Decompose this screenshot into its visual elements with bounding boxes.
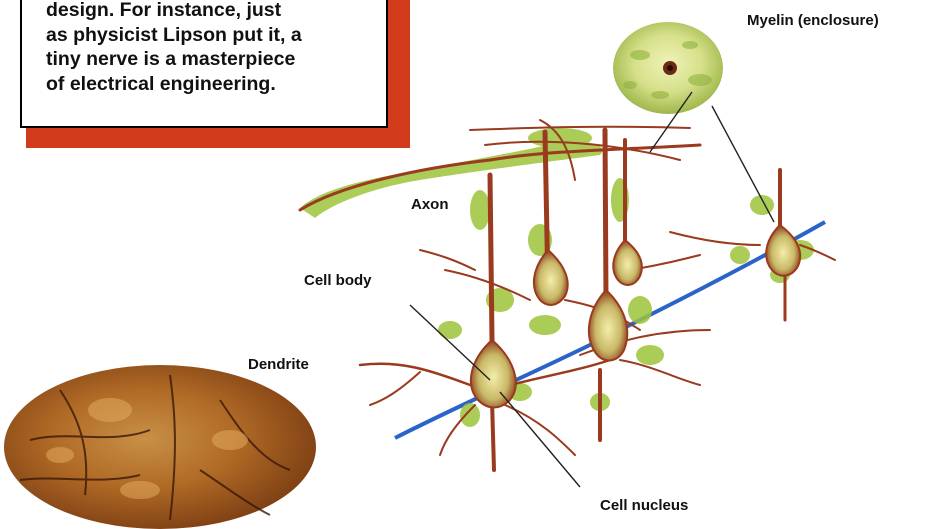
label-dendrite: Dendrite xyxy=(248,356,309,373)
dendrite-tissue-inset xyxy=(4,365,316,529)
quote-line: as physicist Lipson put it, a xyxy=(46,23,386,48)
cell-body-main xyxy=(471,340,516,408)
label-axon: Axon xyxy=(411,196,449,213)
quote-text: design. For instance, just as physicist … xyxy=(46,0,386,96)
quote-box: design. For instance, just as physicist … xyxy=(20,0,388,128)
neuron-branches xyxy=(300,120,835,470)
label-cell-body: Cell body xyxy=(304,272,372,289)
quote-line: tiny nerve is a masterpiece xyxy=(46,47,386,72)
quote-line: of electrical engineering. xyxy=(46,72,386,97)
quote-line: design. For instance, just xyxy=(46,0,386,23)
label-myelin: Myelin (enclosure) xyxy=(747,12,879,29)
label-cell-nucleus: Cell nucleus xyxy=(600,497,688,514)
